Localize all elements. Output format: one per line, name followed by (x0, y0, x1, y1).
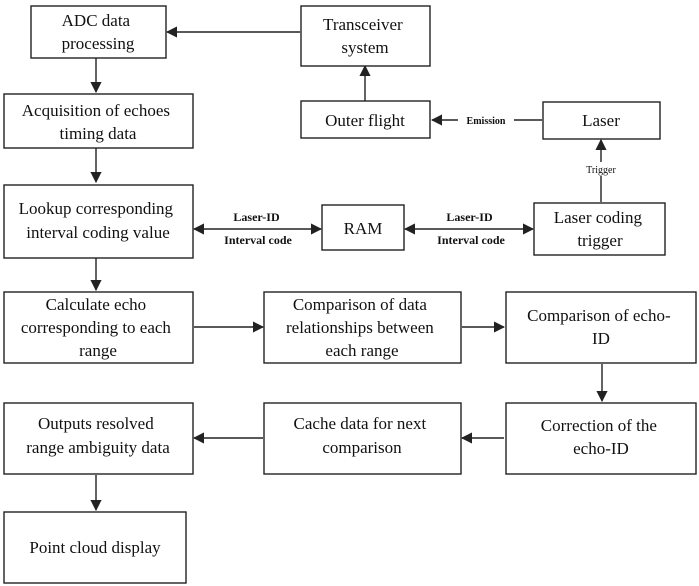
transceiver-line1: Transceiver (323, 15, 403, 34)
edge-labels: Emission Trigger Laser-ID Interval code … (224, 113, 622, 247)
cache-line1: Cache data for next (294, 414, 427, 433)
laser-line1: Laser (582, 111, 620, 130)
node-lookup: Lookup corresponding interval coding val… (3, 184, 194, 259)
point-cloud-line1: Point cloud display (29, 538, 161, 557)
svg-text:ADC data processing: ADC data processing (62, 11, 135, 53)
node-comparison-data: Comparison of data relationships between… (263, 291, 462, 364)
svg-text:Calculate echo correspon: Calculate echo corresponding to each ran… (21, 295, 175, 360)
svg-text:Laser coding trigger: Laser coding trigger (554, 208, 647, 250)
emission-label: Emission (467, 116, 506, 127)
node-adc: ADC data processing (30, 5, 167, 59)
ram-laser-label: Laser-ID Interval code (437, 210, 505, 247)
laser-coding-line1: Laser coding (554, 208, 643, 227)
comparison-echo-line2: ID (592, 329, 610, 348)
transceiver-line2: system (341, 38, 388, 57)
node-laser: Laser (542, 101, 661, 140)
calculate-line2: corresponding to each (21, 318, 172, 337)
adc-line1: ADC data (62, 11, 131, 30)
node-laser-coding: Laser coding trigger (533, 202, 666, 256)
outputs-line1: Outputs resolved (38, 414, 154, 433)
lookup-line1: Lookup corresponding (19, 199, 174, 218)
svg-text:Comparison of echo- ID: Comparison of echo- ID (527, 306, 675, 348)
comparison-echo-line1: Comparison of echo- (527, 306, 671, 325)
node-transceiver: Transceiver system (300, 5, 431, 67)
adc-line2: processing (62, 34, 135, 53)
lookup-ram-label-line2: Interval code (224, 233, 292, 247)
node-comparison-echo: Comparison of echo- ID (505, 291, 697, 364)
node-ram: RAM (321, 204, 405, 251)
svg-text:Lookup corresponding int: Lookup corresponding interval coding val… (19, 199, 178, 242)
node-acquisition: Acquisition of echoes timing data (3, 93, 194, 149)
svg-text:Cache data for next comp: Cache data for next comparison (294, 414, 431, 457)
outer-flight-line1: Outer flight (325, 111, 405, 130)
svg-text:Acquisition of echoes ti: Acquisition of echoes timing data (22, 101, 175, 143)
node-outputs: Outputs resolved range ambiguity data (3, 402, 194, 475)
acquisition-line2: timing data (60, 124, 137, 143)
ram-line1: RAM (344, 219, 383, 238)
comparison-data-line3: each range (325, 341, 398, 360)
node-cache: Cache data for next comparison (263, 402, 462, 475)
comparison-data-line1: Comparison of data (293, 295, 428, 314)
svg-text:Correction of the echo-I: Correction of the echo-ID (541, 416, 661, 458)
node-correction: Correction of the echo-ID (505, 402, 697, 475)
correction-line2: echo-ID (573, 439, 629, 458)
node-calculate: Calculate echo corresponding to each ran… (3, 291, 194, 364)
node-point-cloud: Point cloud display (3, 511, 187, 584)
correction-line1: Correction of the (541, 416, 657, 435)
outputs-line2: range ambiguity data (26, 438, 170, 457)
ram-laser-label-line1: Laser-ID (446, 210, 493, 224)
lookup-ram-label-line1: Laser-ID (233, 210, 280, 224)
svg-text:Transceiver system: Transceiver system (323, 15, 407, 57)
ram-laser-label-line2: Interval code (437, 233, 505, 247)
svg-text:Outputs resolved range a: Outputs resolved range ambiguity data (26, 414, 170, 457)
trigger-label: Trigger (586, 165, 616, 176)
svg-text:Comparison of data relat: Comparison of data relationships between… (286, 295, 438, 360)
cache-line2: comparison (322, 438, 402, 457)
node-outer-flight: Outer flight (300, 100, 431, 139)
acquisition-line1: Acquisition of echoes (22, 101, 170, 120)
laser-coding-line2: trigger (577, 231, 623, 250)
calculate-line1: Calculate echo (46, 295, 147, 314)
calculate-line3: range (79, 341, 117, 360)
comparison-data-line2: relationships between (286, 318, 434, 337)
lookup-line2: interval coding value (26, 223, 170, 242)
lookup-ram-label: Laser-ID Interval code (224, 210, 292, 247)
